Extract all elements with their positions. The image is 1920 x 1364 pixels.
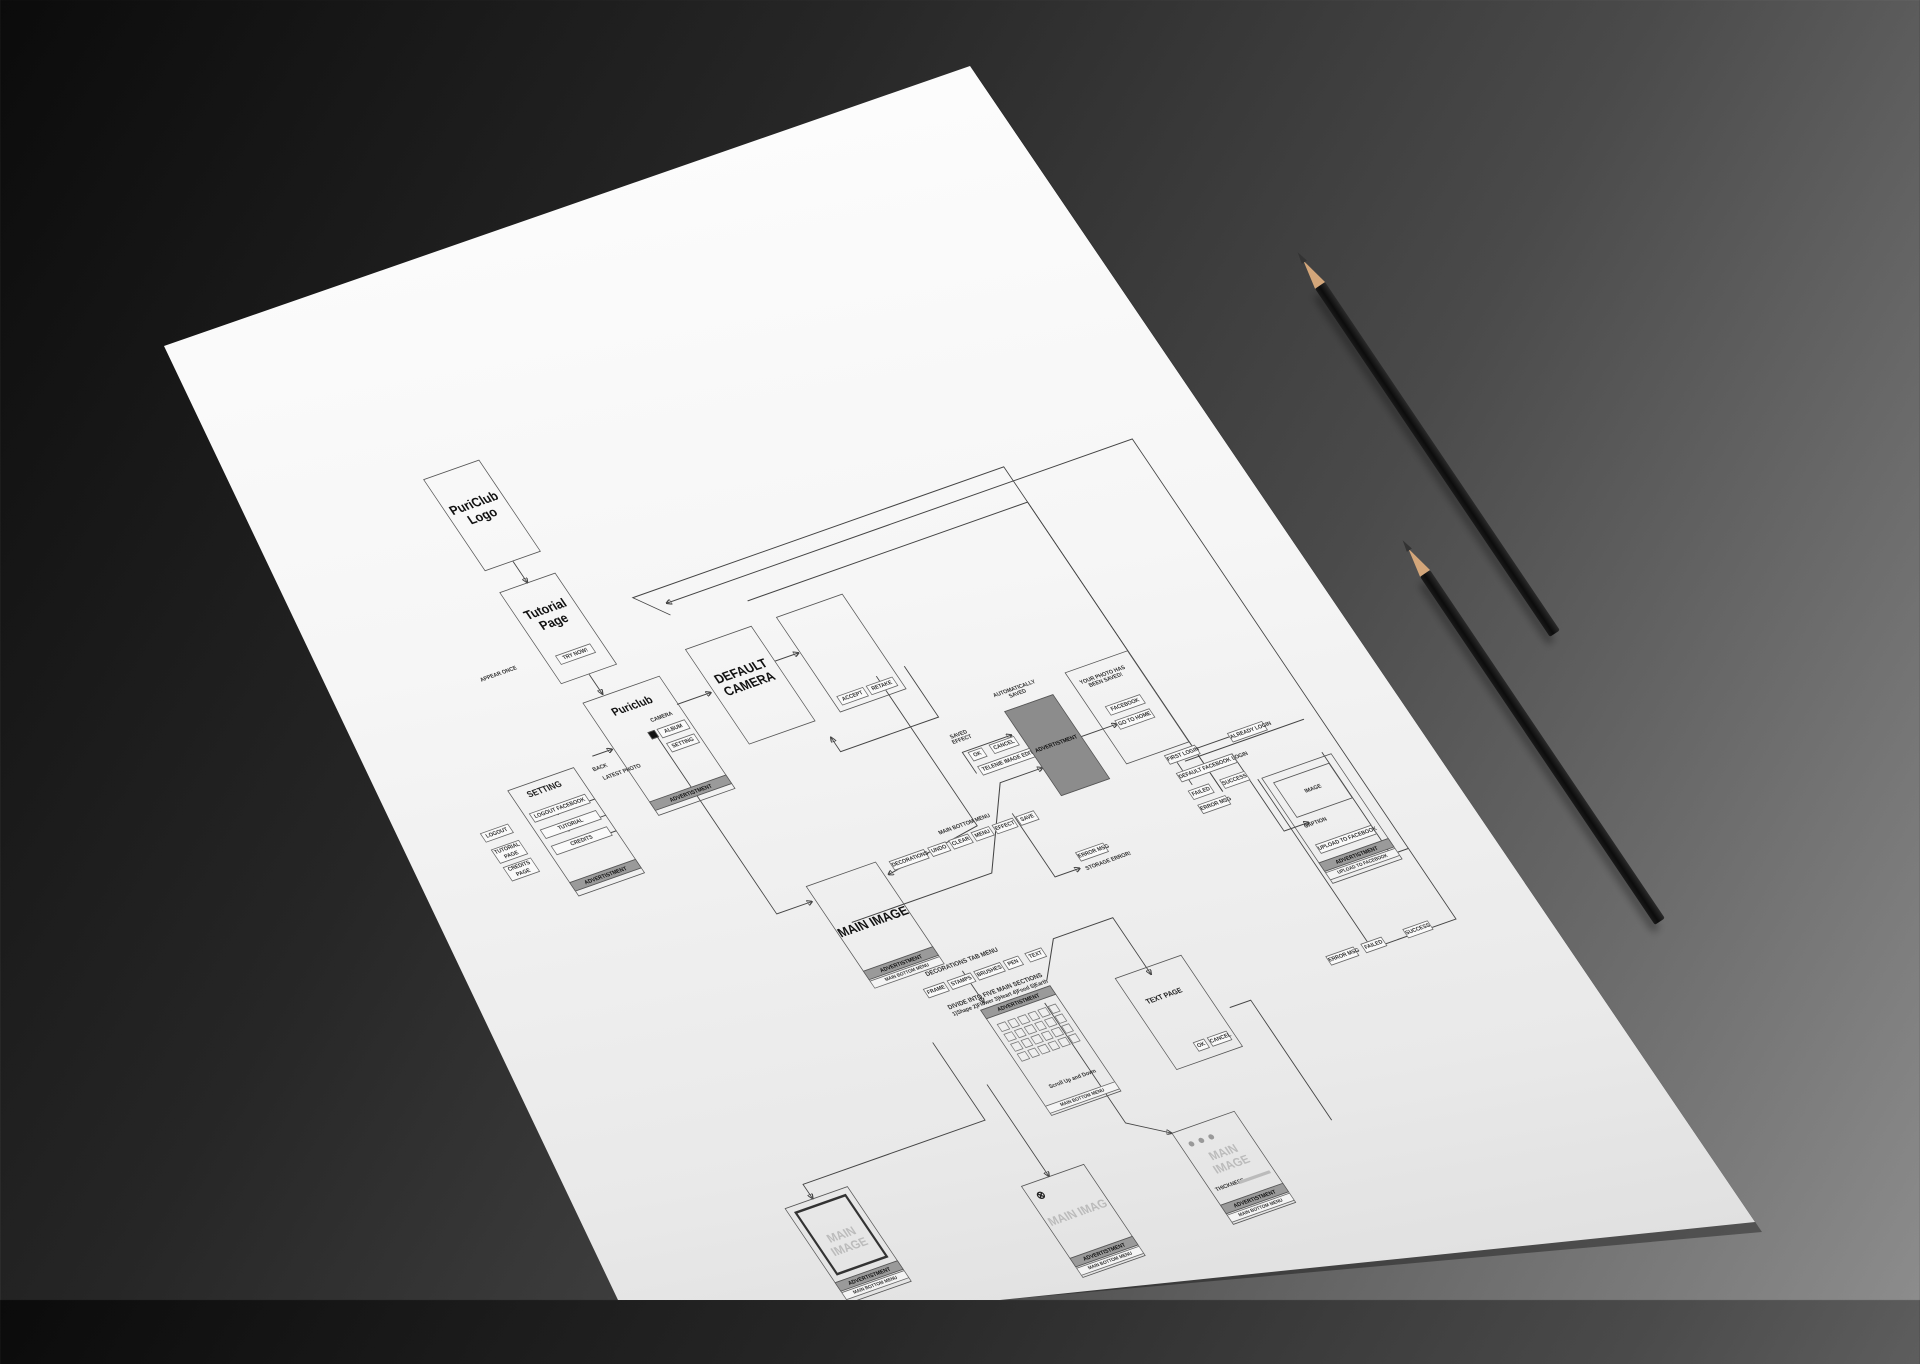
logout-target: LOGOUT [479, 823, 514, 843]
credits-page-target: CREDITS PAGE [502, 857, 541, 882]
desk-scene: PuriClub Logo Tutorial Page TRY NOW! APP… [164, 66, 1762, 1300]
paper-sheet: PuriClub Logo Tutorial Page TRY NOW! APP… [164, 66, 1755, 1300]
flowchart: PuriClub Logo Tutorial Page TRY NOW! APP… [280, 213, 1575, 1300]
